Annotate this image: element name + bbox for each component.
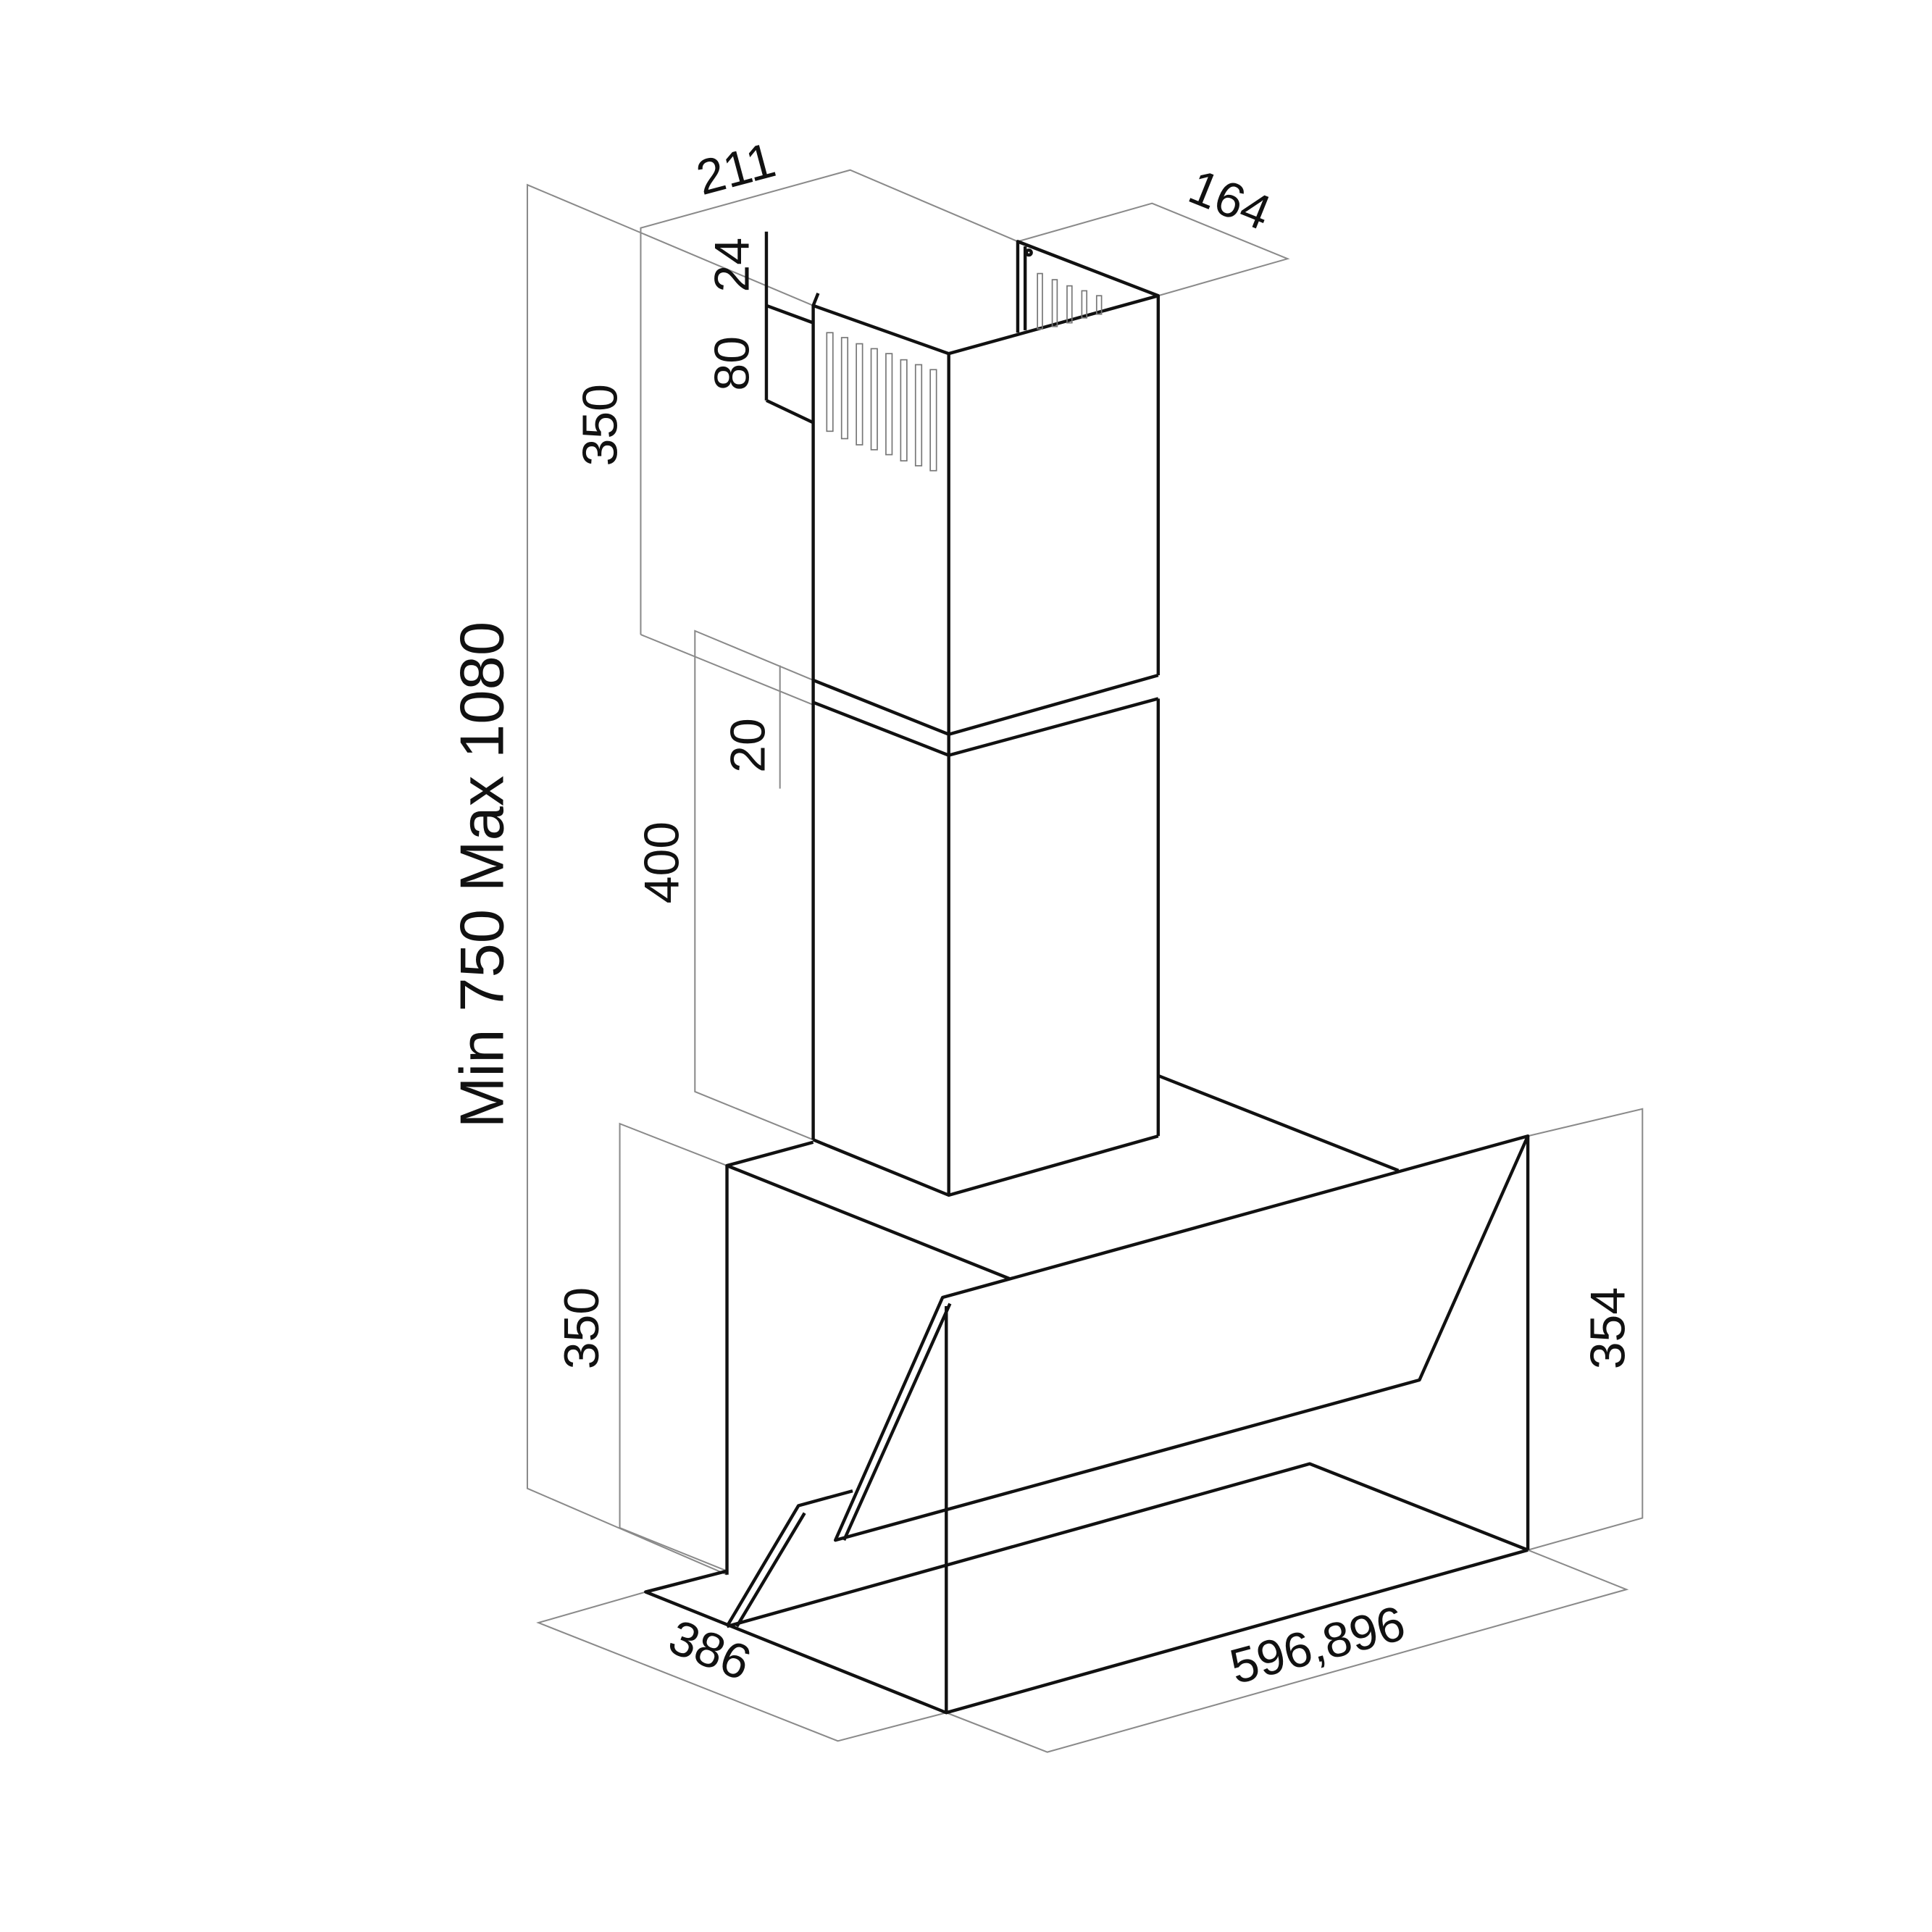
vent-slots-icon <box>826 272 1103 472</box>
label-body-height: 350 <box>554 1287 609 1369</box>
label-chimney-width: 164 <box>1182 159 1279 241</box>
label-bracket-offset: 24 <box>704 238 759 293</box>
chimney <box>764 231 1161 1197</box>
label-upper-chimney-height: 350 <box>572 384 627 466</box>
label-lower-chimney-height: 400 <box>634 821 689 903</box>
label-overlap: 20 <box>721 718 776 773</box>
dimension-lines <box>526 169 1644 1753</box>
dimension-labels: 211 164 24 80 350 Min 750 Max 1080 20 40… <box>448 133 1635 1695</box>
label-chimney-depth: 211 <box>691 133 781 206</box>
hood-body <box>644 1074 1530 1715</box>
label-glass-height: 354 <box>1581 1287 1636 1369</box>
label-total-height: Min 750 Max 1080 <box>448 622 517 1129</box>
label-bracket-height: 80 <box>704 336 759 391</box>
